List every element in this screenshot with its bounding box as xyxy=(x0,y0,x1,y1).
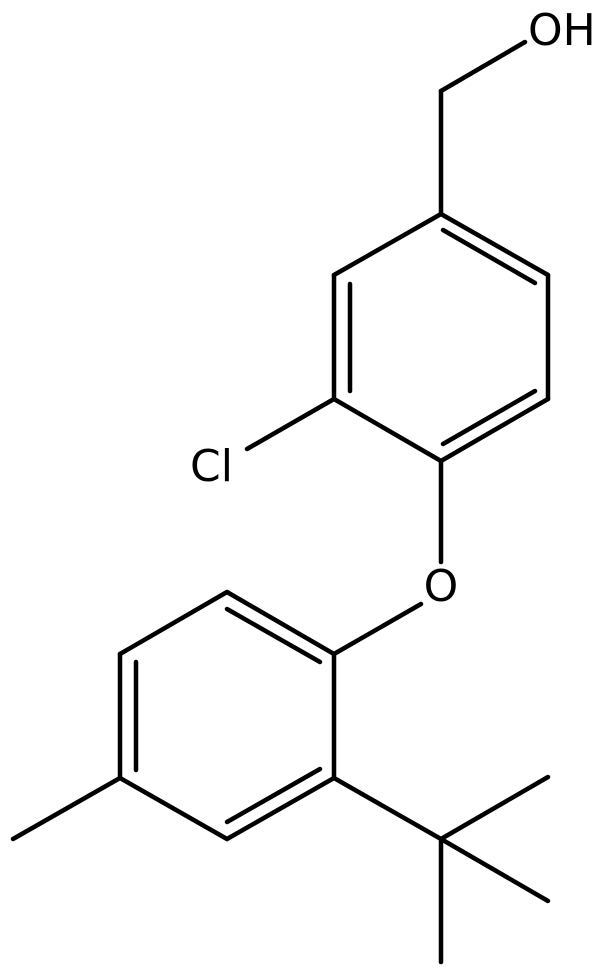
bond-lower-ring-5-inner xyxy=(224,766,323,825)
bond-tbutyl-methyl-1 xyxy=(438,774,551,842)
bond-tbutyl-methyl-2 xyxy=(438,836,551,904)
bond-upper-ring-6 xyxy=(331,211,444,278)
bond-upper-ring-1 xyxy=(438,211,551,278)
bond-lower-ring-5 xyxy=(224,775,337,842)
bond-o-ring-lower xyxy=(331,601,424,657)
bond-lower-ring-2 xyxy=(117,589,230,657)
bond-upper-ring-3-inner xyxy=(440,388,538,447)
bond-lower-ring-1-inner xyxy=(224,606,323,665)
bond-upper-ring-1-inner xyxy=(440,227,538,286)
bond-upper-ring-3 xyxy=(438,396,551,464)
hydroxyl-label: OH xyxy=(528,5,596,56)
bond-ring-tbutyl xyxy=(331,775,444,842)
bond-upper-ring-4 xyxy=(331,396,444,464)
bond-ch2-oh xyxy=(438,39,528,94)
chlorine-label: Cl xyxy=(190,441,233,492)
bond-lower-ring-4 xyxy=(117,775,230,842)
bond-c-cl xyxy=(244,396,337,452)
ether-oxygen-label: O xyxy=(424,561,459,612)
bond-lower-ring-1 xyxy=(224,589,337,657)
bond-methyl xyxy=(10,775,123,842)
